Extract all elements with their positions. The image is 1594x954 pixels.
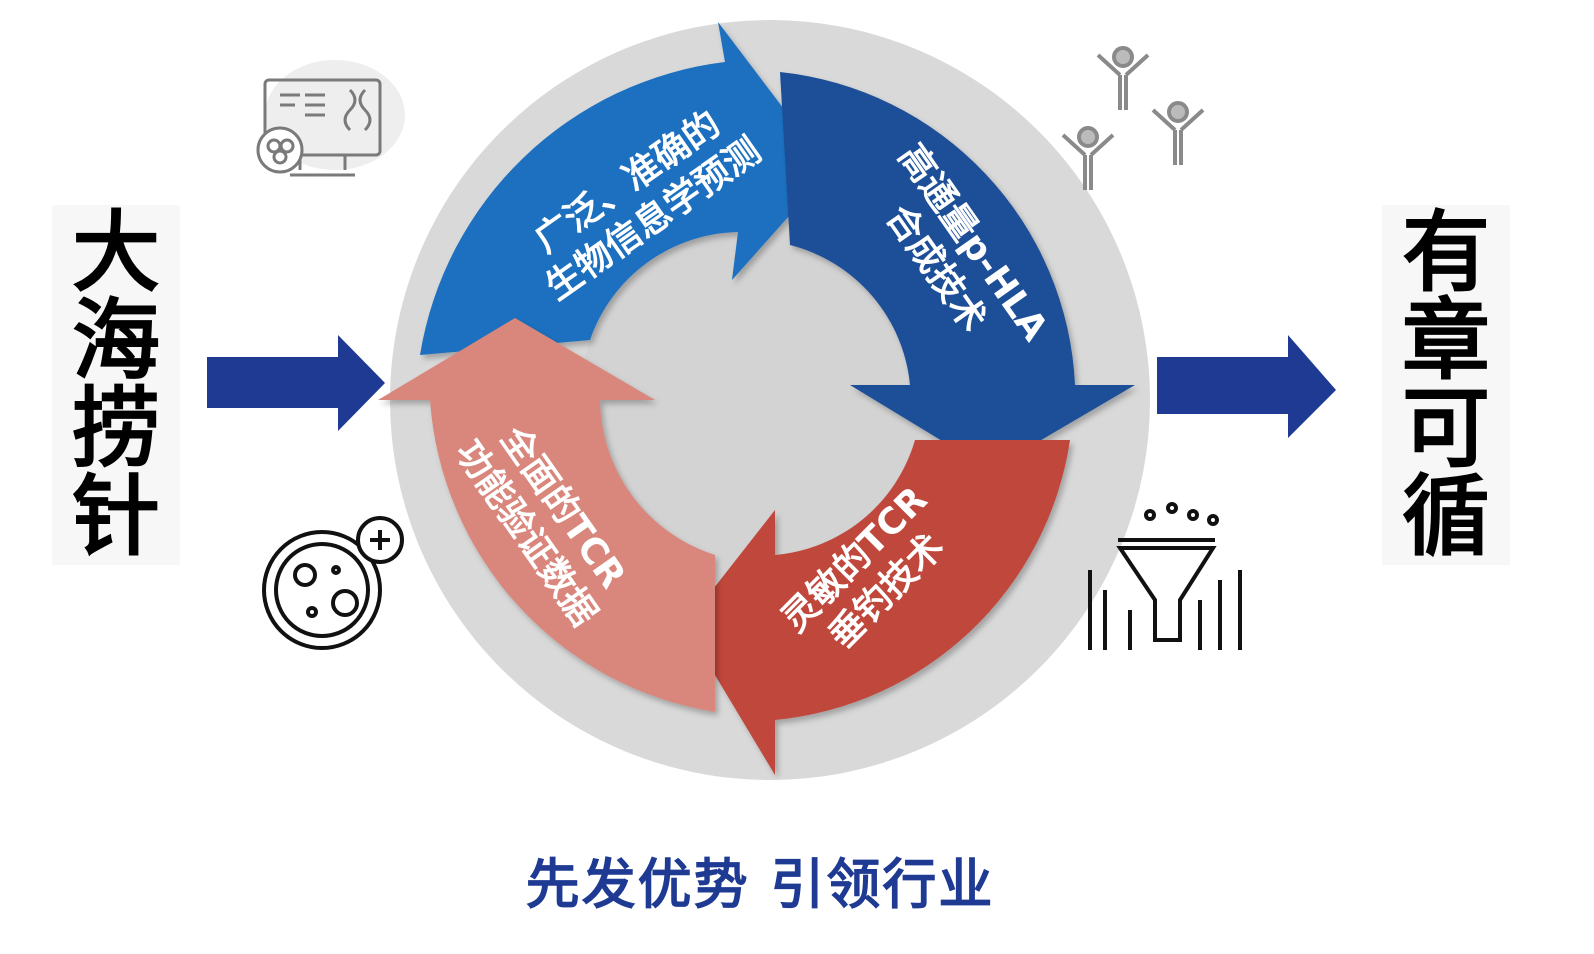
left-arrow bbox=[207, 335, 385, 431]
right-title-char: 有 bbox=[1401, 201, 1490, 304]
left-title-char: 捞 bbox=[71, 377, 160, 480]
petri-dish-icon bbox=[262, 516, 404, 650]
antibody-virus-icon bbox=[1061, 46, 1205, 190]
right-arrow bbox=[1157, 335, 1336, 438]
left-vertical-title: 大海捞针 bbox=[52, 205, 180, 565]
cycle-center bbox=[580, 210, 960, 590]
left-title-char: 海 bbox=[71, 289, 160, 392]
funnel-filter-icon bbox=[1088, 502, 1242, 650]
left-title-char: 针 bbox=[71, 465, 160, 568]
segment-bottom-left bbox=[378, 318, 715, 712]
tagline: 先发优势 引领行业 bbox=[525, 853, 995, 916]
segment-top-right bbox=[780, 72, 1135, 470]
segment-top-left bbox=[420, 22, 830, 355]
computer-dna-icon bbox=[256, 60, 405, 177]
right-title-char: 章 bbox=[1401, 289, 1490, 392]
right-title-char: 可 bbox=[1401, 377, 1490, 480]
right-vertical-title: 有章可循 bbox=[1382, 205, 1510, 565]
right-title-char: 循 bbox=[1401, 465, 1490, 568]
left-title-char: 大 bbox=[71, 201, 160, 304]
segment-bottom-right bbox=[685, 440, 1070, 775]
